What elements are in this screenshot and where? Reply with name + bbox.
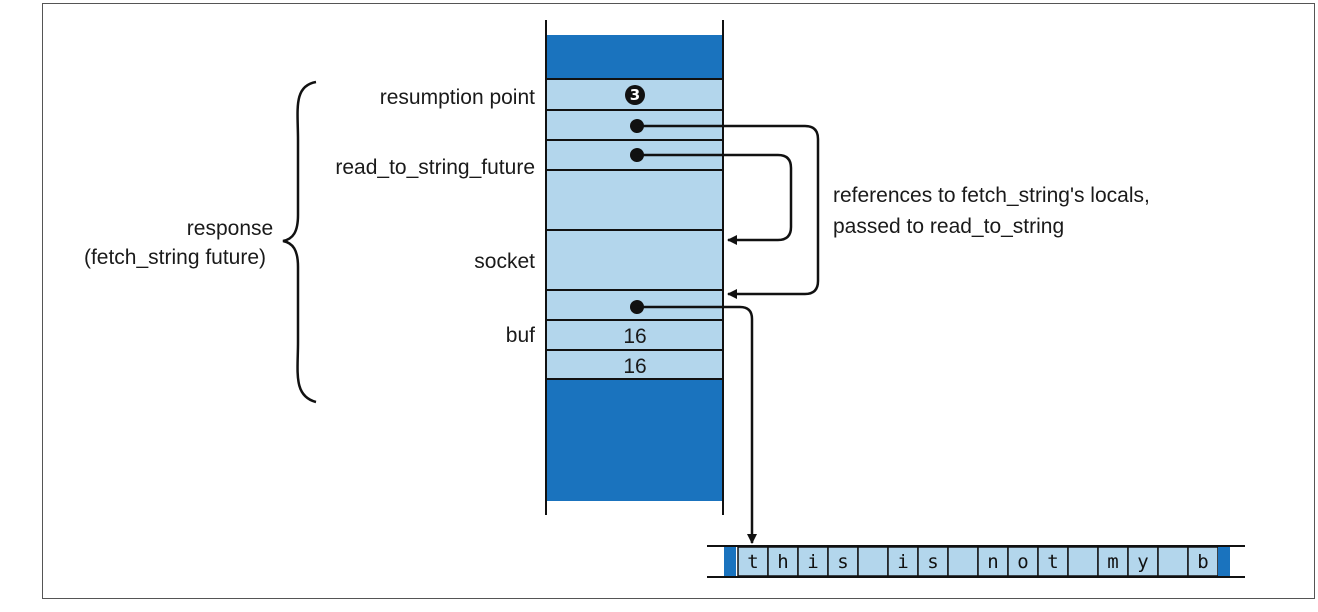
heap-cell xyxy=(857,546,889,577)
buf-value-2: 16 xyxy=(623,355,646,378)
heap-cell xyxy=(797,546,829,577)
heap-char: y xyxy=(1137,551,1148,573)
heap-char: s xyxy=(837,551,848,573)
heap-char: t xyxy=(747,551,758,573)
response-brace xyxy=(282,80,317,404)
heap-char: n xyxy=(987,551,998,573)
pointer-arrow-to-socket xyxy=(637,153,793,245)
resumption-marker-icon xyxy=(625,85,645,105)
heap-char: i xyxy=(807,551,818,573)
label-fetch-string-future: (fetch_string future) xyxy=(84,246,266,269)
heap-left-cap xyxy=(724,547,736,576)
pointer-arrow-to-heap xyxy=(637,305,757,544)
heap-cell xyxy=(1127,546,1159,577)
heap-char: m xyxy=(1107,551,1118,573)
label-socket: socket xyxy=(474,250,535,273)
heap-cell xyxy=(1097,546,1129,577)
heap-char: t xyxy=(1047,551,1058,573)
annotation-line-1: references to fetch_string's locals, xyxy=(833,184,1150,207)
label-resumption-point: resumption point xyxy=(380,86,535,109)
pointer-arrow-to-buf xyxy=(637,124,820,299)
heap-char: o xyxy=(1017,551,1028,573)
heap-cell xyxy=(917,546,949,577)
socket-cell xyxy=(546,230,723,290)
heap-char: b xyxy=(1197,551,1208,573)
stack-column xyxy=(545,20,724,515)
label-response: response xyxy=(187,217,273,240)
buf-value-1: 16 xyxy=(623,325,646,348)
buf-len-cell xyxy=(546,320,723,350)
heap-cell xyxy=(947,546,979,577)
heap-char: h xyxy=(777,551,788,573)
heap-cell xyxy=(827,546,859,577)
heap-cell xyxy=(977,546,1009,577)
cell-dividers xyxy=(546,78,723,380)
heap-char: s xyxy=(927,551,938,573)
label-buf: buf xyxy=(506,324,535,347)
annotation-line-2: passed to read_to_string xyxy=(833,215,1064,238)
heap-cell xyxy=(1157,546,1189,577)
stack-bottom-block xyxy=(546,379,723,501)
stack-top-block xyxy=(546,35,723,79)
buf-cap-cell xyxy=(546,350,723,379)
label-read-to-string-future: read_to_string_future xyxy=(335,156,535,179)
future-body-cell xyxy=(546,170,723,230)
heap-cell xyxy=(1037,546,1069,577)
heap-right-cap xyxy=(1218,547,1230,576)
heap-cell xyxy=(1067,546,1099,577)
resumption-marker-number: 3 xyxy=(630,86,640,104)
heap-char: i xyxy=(897,551,908,573)
